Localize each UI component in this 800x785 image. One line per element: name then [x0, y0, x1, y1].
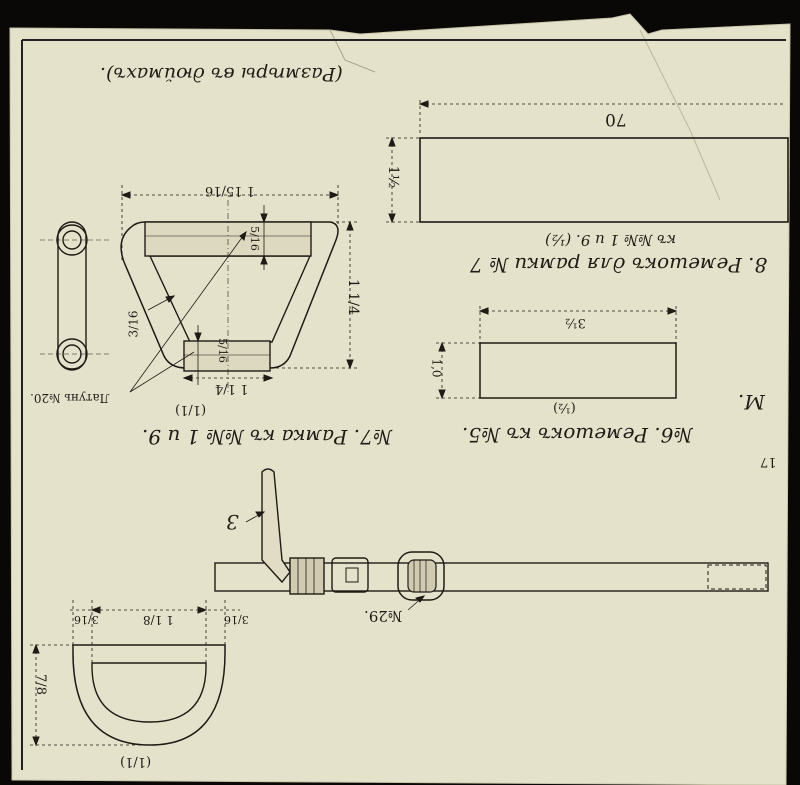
- d-ring-right-label: 3/16: [224, 613, 249, 626]
- item6-width-label: 3½: [565, 315, 586, 330]
- page-note: (Размѣры въ дюймахъ).: [100, 63, 343, 85]
- item7-material-note: Латунь №20.: [30, 391, 110, 405]
- d-ring-left-label: 3/16: [74, 613, 99, 626]
- item29-label: №29.: [364, 607, 403, 625]
- item3-callout: 3: [226, 510, 239, 534]
- item7-title: №7. Рамка къ №№ 1 и 9.: [142, 425, 392, 449]
- item6-title: №6. Ремешокъ къ №5.: [462, 423, 693, 447]
- d-ring-mid-label: 1 1/8: [143, 613, 174, 627]
- item7-height-label: 1 1/4: [344, 279, 361, 315]
- item7-side-label: 3/16: [126, 310, 141, 338]
- item7-top-bar-label: 5/16: [247, 226, 261, 251]
- item8-subtitle: къ №№ 1 и 9. (½): [545, 231, 676, 249]
- tear-line-2: [639, 29, 721, 201]
- item7-scale: (1/1): [175, 402, 207, 417]
- item6-strap-drawing: [436, 306, 678, 400]
- paper: [9, 13, 791, 785]
- d-ring-height-label: 7/8: [32, 674, 48, 695]
- item7-bottom-width-label: 1 1/4: [215, 381, 249, 396]
- item8-title: 8. Ремешокъ для рамки № 7: [470, 253, 768, 277]
- d-ring-scale: (1/1): [120, 754, 152, 769]
- edge-fragment-m: М.: [738, 390, 765, 414]
- item8-strap-drawing: [386, 100, 789, 224]
- item6-scale: (½): [553, 400, 576, 415]
- item7-bottom-bar-label: 5/16: [215, 338, 229, 363]
- item6-height-label: 1,0: [429, 358, 444, 378]
- item8-width-label: 70: [605, 109, 627, 129]
- item7-side-view: [40, 221, 110, 371]
- item7-frame-drawing: [120, 185, 358, 395]
- edge-fragment-number: 17: [760, 454, 777, 469]
- item8-height-label: 1½: [385, 165, 402, 189]
- d-ring-drawing: [30, 600, 240, 747]
- belt-assembly-drawing: [214, 468, 769, 611]
- item7-top-width-label: 1 15/16: [205, 183, 255, 198]
